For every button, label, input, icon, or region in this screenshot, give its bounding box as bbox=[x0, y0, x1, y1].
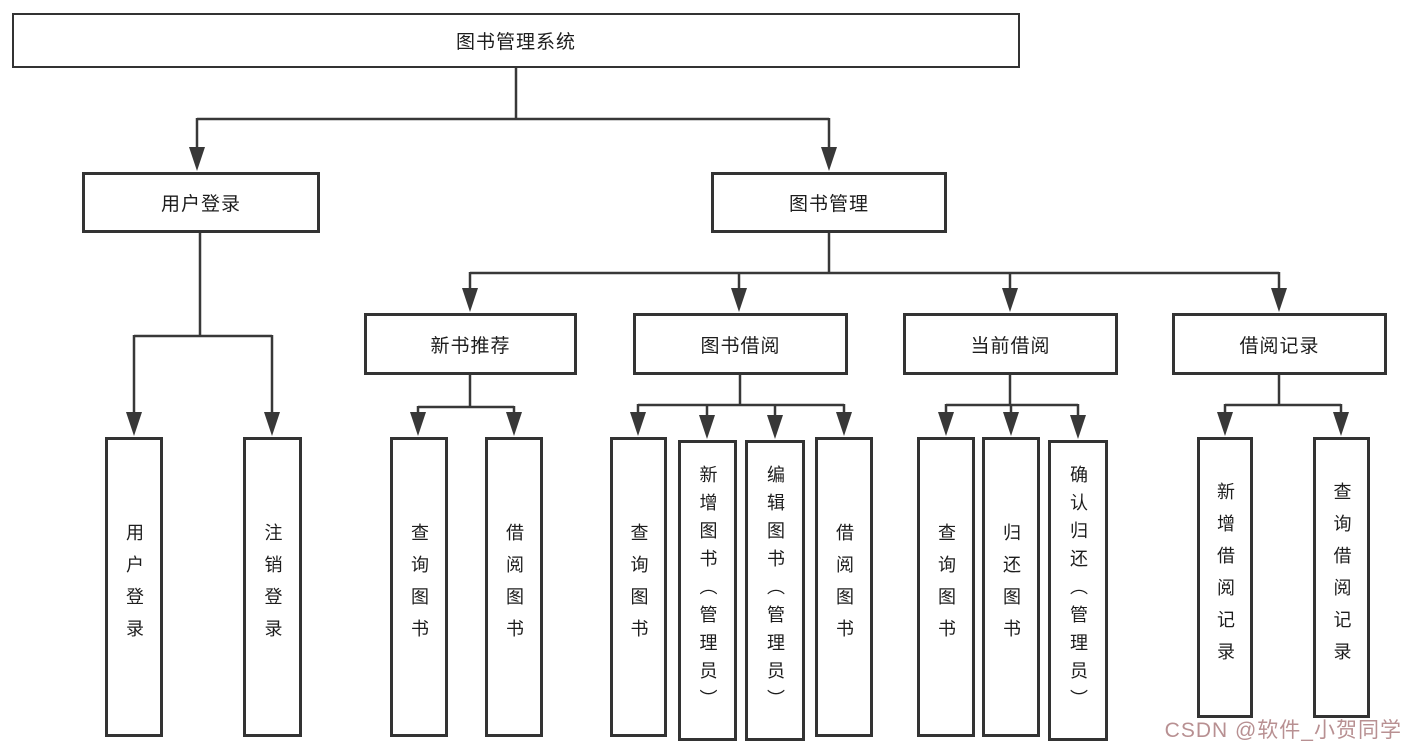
node-root-label: 图书管理系统 bbox=[455, 32, 576, 53]
leaf-logout: 注销登录 bbox=[243, 437, 302, 737]
leaf-newrec-query-book-label: 查询图书 bbox=[409, 523, 429, 651]
leaf-newrec-borrow-book: 借阅图书 bbox=[485, 437, 543, 737]
leaf-borrow-edit-book-admin-label: 编辑图书（管理员） bbox=[765, 464, 785, 717]
node-root: 图书管理系统 bbox=[12, 13, 1020, 68]
leaf-user-login-label: 用户登录 bbox=[124, 523, 144, 651]
node-book-borrowing: 图书借阅 bbox=[633, 313, 848, 375]
leaf-current-return-book-label: 归还图书 bbox=[1001, 523, 1021, 651]
leaf-current-query-book: 查询图书 bbox=[917, 437, 975, 737]
node-new-book-recommend: 新书推荐 bbox=[364, 313, 577, 375]
leaf-records-query-record: 查询借阅记录 bbox=[1313, 437, 1370, 718]
node-user-login-label: 用户登录 bbox=[160, 194, 241, 215]
node-current-borrowing: 当前借阅 bbox=[903, 313, 1118, 375]
node-borrowing-records-label: 借阅记录 bbox=[1239, 335, 1320, 357]
leaf-current-confirm-return-admin: 确认归还（管理员） bbox=[1048, 440, 1108, 741]
node-borrowing-records: 借阅记录 bbox=[1172, 313, 1387, 375]
leaf-newrec-borrow-book-label: 借阅图书 bbox=[504, 523, 524, 651]
node-book-management: 图书管理 bbox=[711, 172, 947, 233]
leaf-user-login: 用户登录 bbox=[105, 437, 163, 737]
leaf-borrow-add-book-admin: 新增图书（管理员） bbox=[678, 440, 737, 741]
leaf-borrow-edit-book-admin: 编辑图书（管理员） bbox=[745, 440, 805, 741]
leaf-borrow-query-book-label: 查询图书 bbox=[628, 523, 649, 651]
leaf-current-confirm-return-admin-label: 确认归还（管理员） bbox=[1068, 464, 1088, 717]
leaf-logout-label: 注销登录 bbox=[262, 523, 283, 651]
leaf-current-return-book: 归还图书 bbox=[982, 437, 1040, 737]
node-user-login: 用户登录 bbox=[82, 172, 320, 233]
leaf-borrow-query-book: 查询图书 bbox=[610, 437, 667, 737]
node-book-borrowing-label: 图书借阅 bbox=[700, 335, 781, 357]
node-current-borrowing-label: 当前借阅 bbox=[970, 335, 1051, 357]
node-new-book-recommend-label: 新书推荐 bbox=[430, 335, 511, 357]
leaf-newrec-query-book: 查询图书 bbox=[390, 437, 448, 737]
leaf-records-query-record-label: 查询借阅记录 bbox=[1331, 481, 1352, 674]
leaf-records-add-record: 新增借阅记录 bbox=[1197, 437, 1253, 718]
leaf-borrow-add-book-admin-label: 新增图书（管理员） bbox=[697, 464, 718, 717]
leaf-borrow-borrow-book-label: 借阅图书 bbox=[834, 523, 854, 651]
csdn-watermark: CSDN @软件_小贺同学 bbox=[1164, 719, 1402, 742]
leaf-borrow-borrow-book: 借阅图书 bbox=[815, 437, 873, 737]
node-book-management-label: 图书管理 bbox=[788, 194, 869, 215]
leaf-records-add-record-label: 新增借阅记录 bbox=[1215, 481, 1235, 674]
leaf-current-query-book-label: 查询图书 bbox=[936, 523, 956, 651]
